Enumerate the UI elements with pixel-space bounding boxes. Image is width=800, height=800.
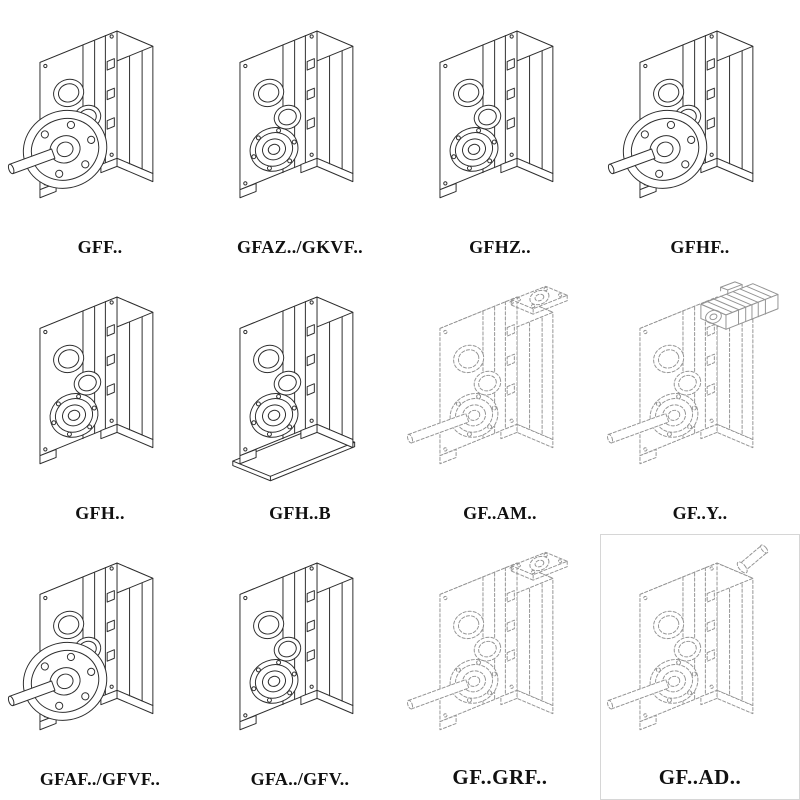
gearbox-cell: GFAZ../GKVF.. xyxy=(200,2,400,268)
gearbox-cell: GF..AM.. xyxy=(400,268,600,534)
model-label-gf-ad: GF..AD.. xyxy=(658,765,742,789)
model-label-gf-y: GF..Y.. xyxy=(672,503,728,523)
model-label-gfaz-gkvf: GFAZ../GKVF.. xyxy=(237,237,363,257)
gearbox-cell: GFH.. xyxy=(0,268,200,534)
flange-gearbox-drawing xyxy=(5,6,195,230)
gearbox-cell: GFF.. xyxy=(0,2,200,268)
hollow-shaft-gearbox-drawing xyxy=(205,538,395,762)
gearbox-cell: GFH..B xyxy=(200,268,400,534)
model-label-gfhz: GFHZ.. xyxy=(469,237,531,257)
gearbox-cell: GFA../GFV.. xyxy=(200,534,400,800)
base-plate-gearbox-drawing xyxy=(205,272,395,496)
hollow-shaft-gearbox-drawing xyxy=(405,6,595,230)
gearbox-cell: GF..GRF.. xyxy=(400,534,600,800)
model-label-gfaf-gfvf: GFAF../GFVF.. xyxy=(39,769,161,789)
gearbox-cell: GFAF../GFVF.. xyxy=(0,534,200,800)
input-shaft-gearbox-drawing xyxy=(605,538,795,762)
flange-gearbox-drawing xyxy=(5,538,195,762)
hollow-shaft-gearbox-drawing xyxy=(205,6,395,230)
gearbox-cell: GF..AD.. xyxy=(600,534,800,800)
flange-gearbox-drawing xyxy=(605,6,795,230)
model-label-gf-grf: GF..GRF.. xyxy=(452,765,548,789)
model-label-gfh-b: GFH..B xyxy=(269,503,331,523)
gearbox-cell: GFHZ.. xyxy=(400,2,600,268)
foot-mounted-gearbox-drawing xyxy=(5,272,195,496)
model-label-gfh: GFH.. xyxy=(75,503,125,523)
input-adapter-gearbox-drawing xyxy=(405,538,595,762)
motor-gearbox-drawing xyxy=(605,272,795,496)
model-label-gf-am: GF..AM.. xyxy=(463,503,537,523)
adapter-flange-gearbox-drawing xyxy=(405,272,595,496)
gearbox-cell: GF..Y.. xyxy=(600,268,800,534)
model-label-gfa-gfv: GFA../GFV.. xyxy=(250,769,350,789)
model-label-gfhf: GFHF.. xyxy=(670,237,730,257)
gearbox-cell: GFHF.. xyxy=(600,2,800,268)
model-label-gff: GFF.. xyxy=(77,237,123,257)
